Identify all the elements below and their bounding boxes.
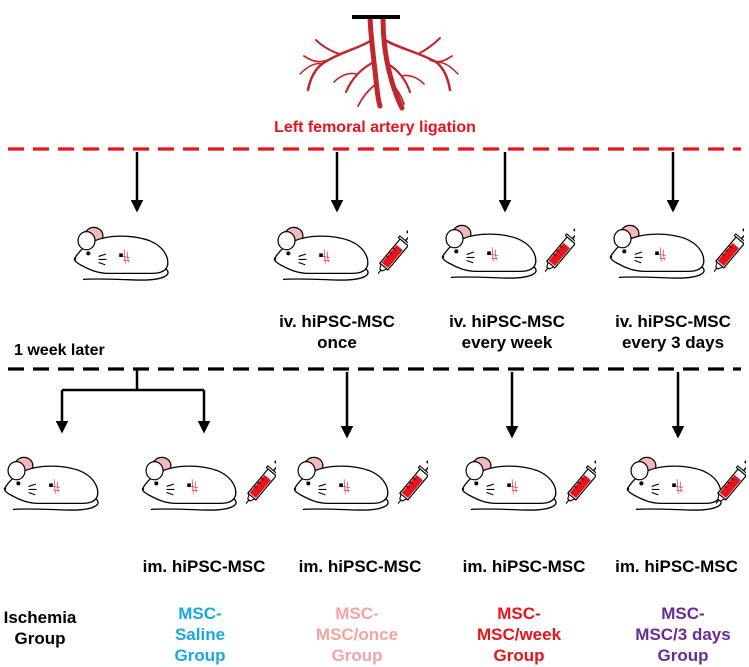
split-arrow <box>55 370 211 434</box>
syringe-icon <box>398 457 428 515</box>
mouse-icon <box>272 226 370 282</box>
syringe-icon <box>246 457 276 515</box>
mouse-icon <box>625 456 723 512</box>
mouse-icon <box>72 226 170 282</box>
im-label: im. hiPSC-MSC <box>298 557 422 576</box>
syringe-icon <box>378 227 408 285</box>
im-label: im. hiPSC-MSC <box>462 557 586 576</box>
mouse-icon <box>2 456 100 512</box>
diagram-title: Left femoral artery ligation <box>274 119 476 136</box>
mouse-icon <box>440 224 538 280</box>
mouse-icon <box>608 224 706 280</box>
im-label: im. hiPSC-MSC <box>615 557 738 576</box>
mouse-icon <box>460 456 558 512</box>
artery-icon <box>299 15 459 111</box>
syringe-icon <box>714 225 744 283</box>
syringe-icon <box>566 457 596 515</box>
timepoint-label: 1 week later <box>14 342 105 359</box>
mouse-icon <box>292 456 390 512</box>
im-label: im. hiPSC-MSC <box>142 557 266 576</box>
syringe-icon <box>545 225 575 283</box>
mouse-icon <box>140 456 238 512</box>
